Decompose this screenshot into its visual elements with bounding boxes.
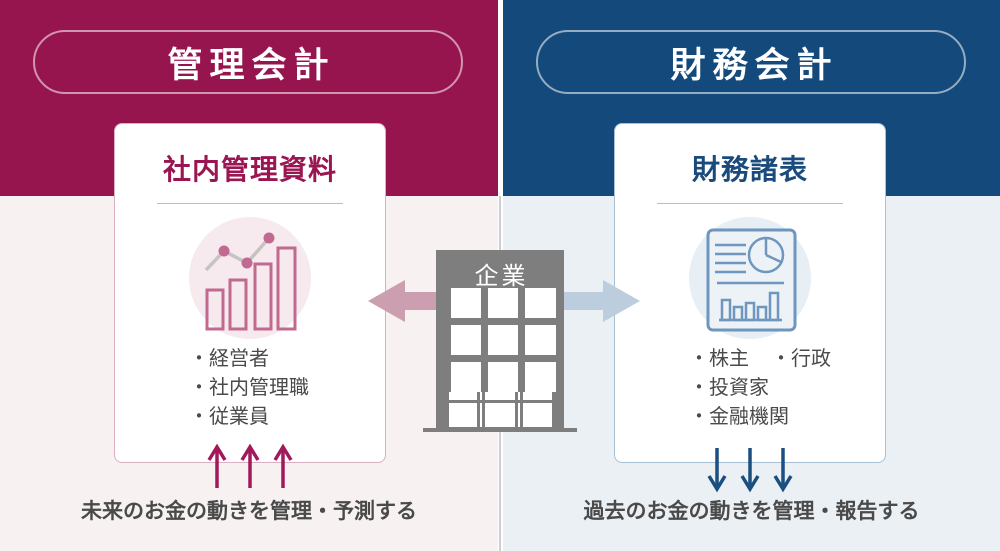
up-arrow-icon: [207, 443, 227, 488]
down-arrow-icon: [707, 448, 727, 493]
title-underline: [157, 203, 343, 204]
down-arrow-icon: [740, 448, 760, 493]
window: [451, 288, 481, 318]
storefront-post: [477, 392, 480, 427]
header-divider-gap: [498, 0, 503, 196]
audience-item: ・株主: [689, 348, 749, 370]
title-underline: [657, 203, 843, 204]
list-line: ・社内管理職: [189, 374, 385, 403]
audience-item: ・経営者: [189, 348, 269, 370]
management-accounting-label: 管理会計: [167, 45, 336, 85]
flow-arrows: [368, 280, 640, 322]
window: [525, 362, 556, 392]
financial-statements-card-title: 財務諸表: [691, 154, 808, 185]
financial-report-document-icon: [689, 217, 811, 339]
arrow-to-management-icon: [368, 280, 448, 322]
storefront-post: [520, 392, 523, 427]
up-arrow-icon: [273, 443, 293, 488]
building-windows: [451, 288, 556, 392]
list-line: ・投資家: [689, 374, 885, 403]
storefront-bar: [449, 400, 552, 403]
audience-item: ・社内管理職: [189, 377, 309, 399]
company-building-icon: 企業: [423, 250, 577, 432]
window: [525, 325, 556, 355]
financial-accounting-label: 財務会計: [670, 45, 839, 85]
bar-chart-with-trend-icon: [189, 217, 311, 339]
company-label: 企業: [474, 263, 529, 290]
past-flow-arrows: [702, 446, 798, 493]
list-line: ・従業員: [189, 403, 385, 432]
management-accounting-pill: 管理会計: [33, 30, 463, 94]
building-storefront: [449, 392, 552, 427]
window: [451, 362, 481, 392]
audience-item: ・金融機関: [689, 406, 789, 428]
window: [451, 325, 481, 355]
internal-audience-list: ・経営者・社内管理職・従業員: [189, 345, 385, 432]
window: [525, 288, 556, 318]
window: [488, 325, 518, 355]
management-accounting-caption: 未来のお金の動きを管理・予測する: [81, 500, 417, 523]
storefront-post: [482, 392, 485, 427]
window: [488, 362, 518, 392]
list-line: ・金融機関: [689, 403, 885, 432]
financial-accounting-caption: 過去のお金の動きを管理・報告する: [583, 500, 920, 523]
audience-item: ・投資家: [689, 377, 769, 399]
window: [488, 288, 518, 318]
external-audience-list: ・株主・行政・投資家・金融機関: [689, 345, 885, 432]
future-flow-arrows: [202, 443, 298, 490]
financial-accounting-pill: 財務会計: [536, 30, 966, 94]
building-base: [423, 428, 577, 432]
financial-statements-card: 財務諸表 ・株主・行政・投資家・金融機関: [614, 123, 886, 463]
arrow-to-financial-icon: [560, 280, 640, 322]
internal-management-card-title: 社内管理資料: [162, 154, 337, 185]
list-line: ・株主・行政: [689, 345, 885, 374]
audience-item: ・行政: [771, 348, 831, 370]
down-arrow-icon: [773, 448, 793, 493]
up-arrow-icon: [240, 443, 260, 488]
storefront-post: [515, 392, 518, 427]
internal-management-card: 社内管理資料 ・経営者・社内管理職・従業員: [114, 123, 386, 463]
list-line: ・経営者: [189, 345, 385, 374]
audience-item: ・従業員: [189, 406, 269, 428]
